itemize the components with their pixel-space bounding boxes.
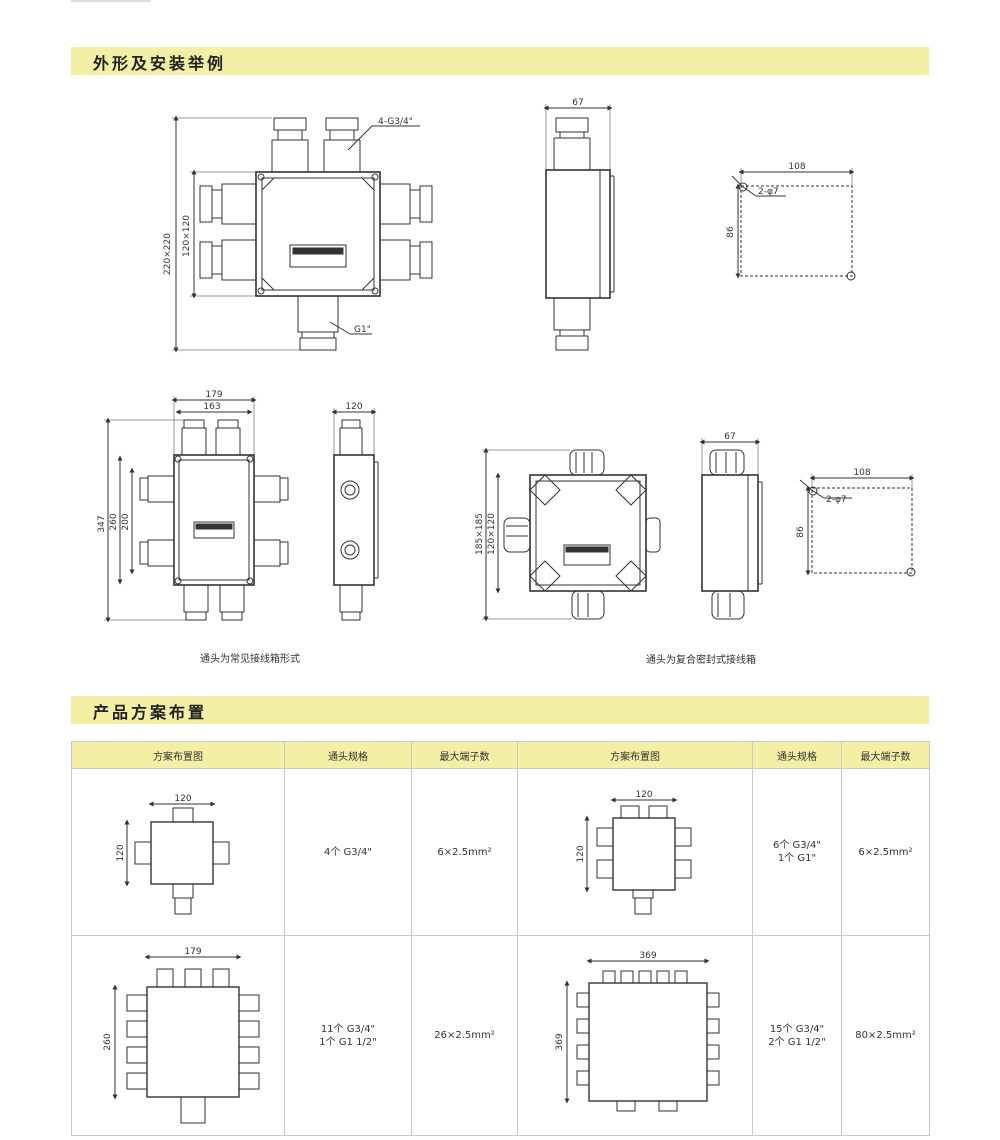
table-header-row: 方案布置图 通头规格 最大端子数 方案布置图 通头规格 最大端子数 [71,741,930,769]
side-width-label: 67 [572,98,583,108]
section-header-plans: 产品方案布置 [71,696,929,724]
layout-diagram-4-way: 120 120 [116,794,230,915]
section-header-install: 外形及安装举例 [71,47,929,75]
spec-cell: 6个 G3/4" 1个 G1" [752,768,842,936]
plan-table: 方案布置图 通头规格 最大端子数 方案布置图 通头规格 最大端子数 [71,741,930,1136]
long-side-width: 120 [345,402,362,412]
section-title: 产品方案布置 [93,703,208,722]
header-cell: 最大端子数 [841,741,930,769]
table-row: 179 260 11个 G3/4"1个 G1 1/2" 26×2.5mm² [71,935,930,1136]
layout-diagram-7-way: 120 120 [576,790,692,915]
terminal-cell: 26×2.5mm² [411,935,518,1136]
dim-label: 369 [555,1033,565,1050]
front-view-sealed [482,447,661,622]
long-h3: 200 [121,513,131,530]
header-cell: 方案布置图 [71,741,285,769]
spec-cell: 15个 G3/4"2个 G1 1/2" [752,935,842,1136]
section-title: 外形及安装举例 [93,54,227,73]
sealed-inner: 120×120 [487,513,497,555]
dim-label: 120 [116,844,126,861]
layout-diagram-cell: 120 120 [71,768,285,936]
layout-diagram-17-way: 369 369 [555,951,720,1112]
dim-label: 120 [576,845,586,862]
spec-cell: 4个 G3/4" [284,768,412,936]
front-view-long [104,396,289,623]
terminal-cell: 80×2.5mm² [841,935,930,1136]
outer-size-label: 220×220 [163,233,173,275]
long-h2: 260 [109,513,119,530]
mount-height-label: 86 [726,226,736,238]
side-view-long [331,408,379,621]
sealed-mount-height: 86 [796,526,806,538]
spec-line: 2个 G1 1/2" [768,1036,826,1048]
mounting-top [731,168,856,281]
side-view-top [543,104,615,351]
terminal-cell: 6×2.5mm² [411,768,518,936]
spec-line: 1个 G1" [777,853,817,864]
layout-diagram-cell: 120 120 [517,768,753,936]
layout-diagram-12-way: 179 260 [103,947,260,1124]
sealed-outer: 185×185 [475,513,485,555]
inner-size-label: 120×120 [182,215,192,257]
dim-label: 120 [174,794,191,804]
caption-sealed: 通头为复合密封式接线箱 [646,655,756,666]
mount-holes-label: 2-φ7 [758,187,779,197]
spec-cell: 11个 G3/4"1个 G1 1/2" [284,935,412,1136]
spec-line: 4个 G3/4" [324,846,372,858]
thread-top-label: 4-G3/4" [378,117,413,127]
layout-diagram-cell: 369 369 [517,935,753,1136]
sealed-side-width: 67 [724,432,735,442]
mounting-sealed [799,474,916,577]
front-view-top [172,115,433,353]
long-h1: 347 [97,515,107,532]
header-cell: 最大端子数 [411,741,518,769]
side-view-sealed [699,438,763,620]
long-width-outer: 179 [205,390,222,400]
layout-diagram-cell: 179 260 [71,935,285,1136]
installation-drawings: 4-G3/4" G1" 220×220 120×120 67 108 86 2-… [97,98,916,623]
dim-label: 260 [103,1033,113,1050]
sealed-mount-holes: 2-φ7 [826,495,847,505]
header-cell: 通头规格 [752,741,842,769]
spec-line: 1个 G1 1/2" [319,1036,377,1048]
mount-width-label: 108 [788,162,805,172]
table-row: 120 120 4个 G3/4" 6×2.5mm² [71,768,930,936]
long-width-inner: 163 [203,402,220,412]
header-cell: 方案布置图 [517,741,753,769]
spec-line: 11个 G3/4" [320,1023,376,1035]
dim-label: 369 [639,951,656,961]
dim-label: 179 [184,947,201,957]
top-rule [71,0,151,2]
header-cell: 通头规格 [284,741,412,769]
spec-line: 6个 G3/4" [773,840,821,851]
thread-bottom-label: G1" [354,325,371,335]
spec-line: 15个 G3/4" [769,1023,825,1035]
caption-common: 通头为常见接线箱形式 [200,654,300,665]
dim-label: 120 [635,790,652,800]
sealed-mount-width: 108 [853,468,870,478]
terminal-cell: 6×2.5mm² [841,768,930,936]
